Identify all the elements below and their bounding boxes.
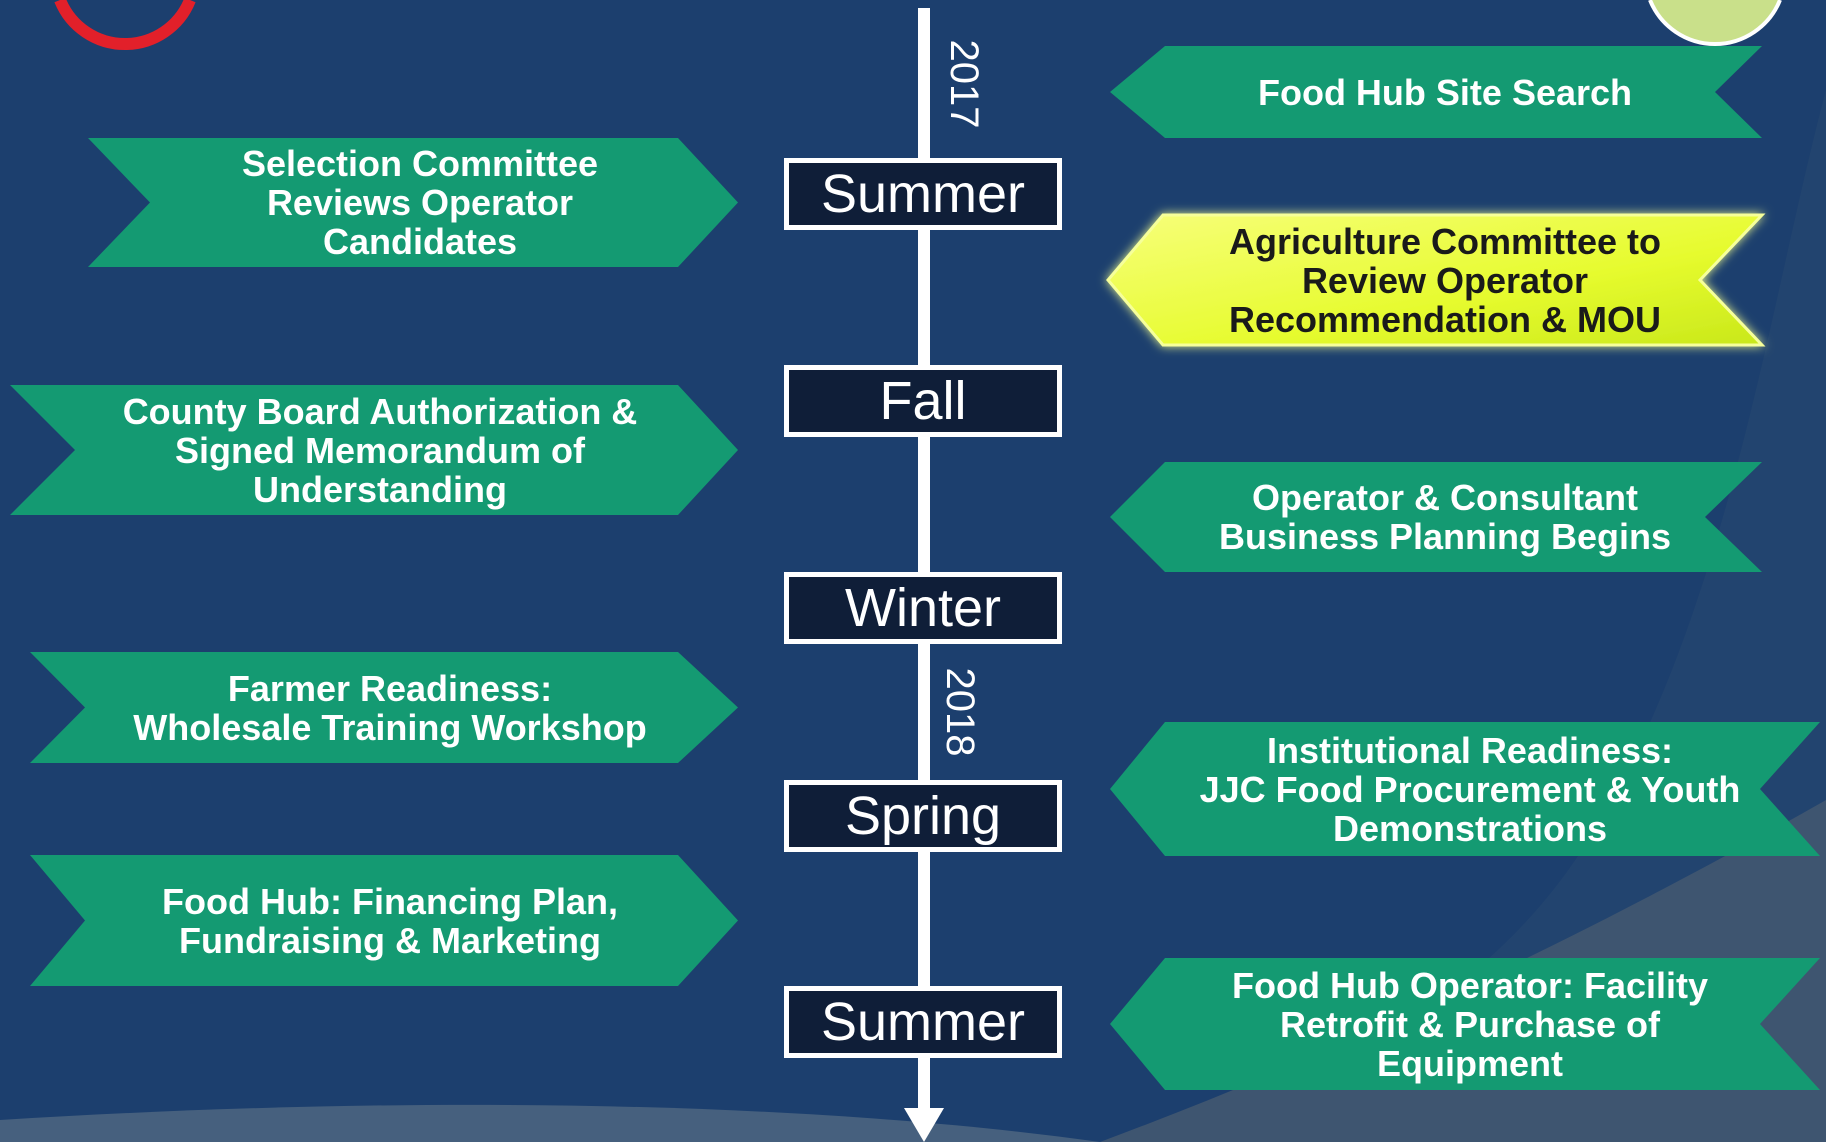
season-box-fall: Fall [784, 365, 1062, 437]
left-milestone-chevron [10, 385, 738, 515]
right-milestone-chevron [1110, 462, 1762, 572]
season-box-spring: Spring [784, 780, 1062, 852]
season-box-winter: Winter [784, 572, 1062, 644]
bg-wave-shape [1100, 90, 1826, 1142]
right-milestone-chevron [1110, 958, 1820, 1090]
season-box-summer: Summer [784, 158, 1062, 230]
bg-wave-shape-3 [0, 1104, 1100, 1142]
highlighted-milestone-chevron [1106, 213, 1766, 347]
right-milestone-label: Institutional Readiness: JJC Food Procur… [1199, 729, 1741, 849]
logo-right-icon [1648, 0, 1782, 47]
left-milestone-chevron [88, 138, 738, 267]
left-milestone-label: Farmer Readiness: Wholesale Training Wor… [133, 667, 647, 748]
left-milestone-label: Selection Committee Reviews Operator Can… [241, 143, 599, 262]
right-milestone-label: Food Hub Site Search [1257, 71, 1633, 113]
left-milestone-chevron [30, 855, 738, 986]
highlighted-milestone-label: Agriculture Committee to Review Operator… [1228, 220, 1662, 340]
right-milestone-chevron [1110, 722, 1820, 856]
season-box-summer: Summer [784, 986, 1062, 1058]
left-milestone-label: Food Hub: Financing Plan, Fundraising & … [162, 880, 618, 961]
right-milestone-label: Food Hub Operator: Facility Retrofit & P… [1231, 964, 1708, 1084]
left-milestone-label: County Board Authorization & Signed Memo… [122, 390, 638, 510]
logo-left-icon [54, 0, 196, 51]
timeline-arrow-icon [904, 1108, 944, 1142]
right-milestone-label: Operator & Consultant Business Planning … [1218, 477, 1672, 557]
year-label-2018: 2018 [938, 667, 983, 757]
left-milestone-chevron [30, 652, 738, 763]
right-milestone-chevron [1110, 46, 1762, 138]
year-label-2017: 2017 [942, 39, 987, 129]
